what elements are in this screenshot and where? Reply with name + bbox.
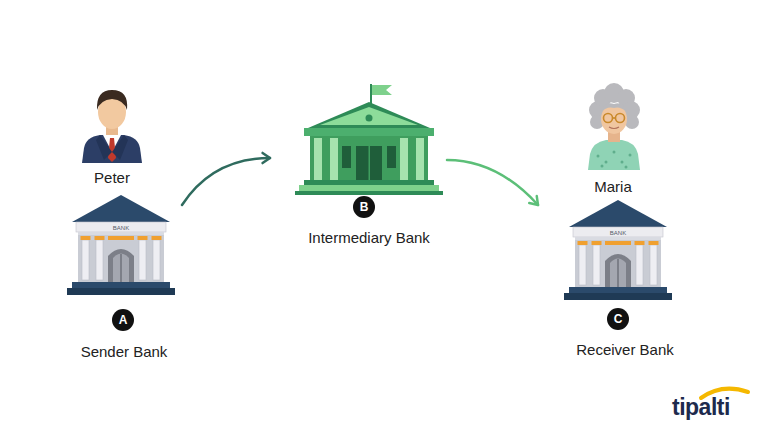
bank-sign: BANK [113, 225, 129, 231]
person-maria [588, 83, 640, 170]
transfer-arrow [447, 160, 538, 205]
callout-letter: B [353, 196, 375, 218]
callout-letter: C [607, 308, 629, 330]
bank-node: B Intermediary Bank [285, 82, 455, 252]
person-peter [82, 90, 142, 163]
intermediary-bank-icon [295, 84, 443, 195]
bank-icon [67, 195, 175, 295]
node-label: Maria [594, 177, 632, 197]
arrow-head [263, 153, 270, 163]
arrow-head [529, 196, 538, 205]
node-label: Intermediary Bank [308, 228, 430, 248]
bank-node: MariaC Receiver Bank [550, 85, 690, 365]
node-label: Receiver Bank [576, 340, 674, 360]
node-label: Peter [94, 168, 130, 188]
bank-node: PeterA Sender Bank [55, 80, 190, 370]
transfer-arrow [182, 158, 270, 205]
callout-letter: A [112, 309, 134, 331]
bank-sign: BANK [610, 230, 626, 236]
bank-icon [564, 200, 672, 300]
brand-logo: tipalti [672, 394, 730, 420]
node-label: Sender Bank [81, 342, 168, 362]
